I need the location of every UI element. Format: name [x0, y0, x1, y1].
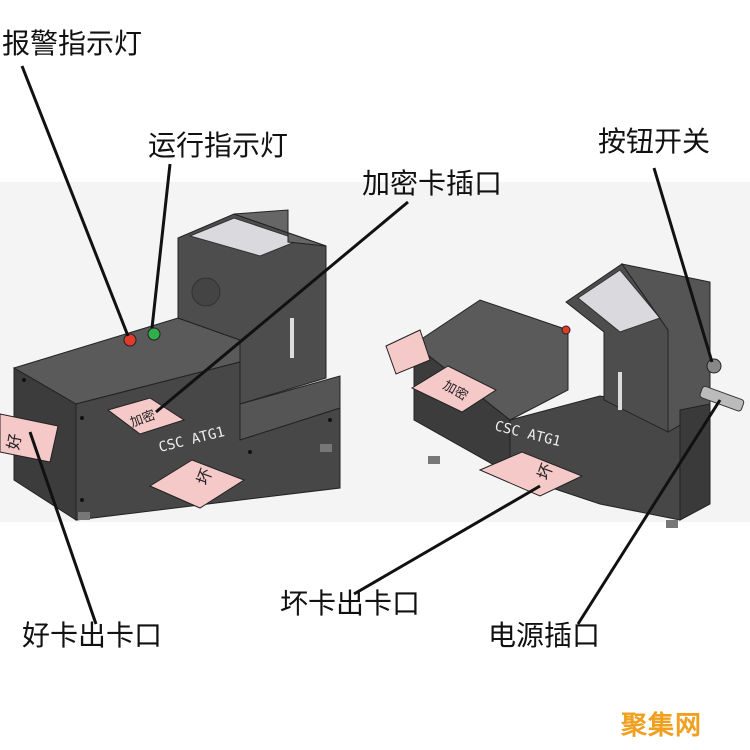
label-good-card-outlet: 好卡出卡口 [22, 619, 163, 652]
left-good-card: 好 [0, 413, 59, 463]
right-power-connector [699, 385, 745, 412]
right-device: CSC ATG1 加密 坏 [385, 263, 745, 528]
screw [80, 498, 84, 502]
left-foot [78, 512, 90, 520]
left-device: CSC ATG1 好 坏 加密 [0, 209, 341, 521]
label-run-light: 运行指示灯 [148, 129, 289, 162]
leader-alarm-light [20, 65, 130, 337]
left-alarm-led [123, 333, 137, 347]
label-button-switch: 按钮开关 [598, 125, 711, 158]
watermark: 聚集网 [620, 711, 702, 741]
left-speaker-grill [191, 277, 221, 307]
right-button-switch [706, 358, 722, 374]
screw [248, 450, 252, 454]
leader-encryption-slot [155, 200, 409, 414]
leader-power-socket [576, 399, 722, 625]
left-encrypt-card: 加密 [106, 397, 186, 435]
screw [80, 416, 84, 420]
left-bad-card: 坏 [148, 459, 246, 509]
leader-bad-card-outlet [353, 484, 541, 596]
svg-text:坏: 坏 [534, 461, 557, 483]
label-alarm-light: 报警指示灯 [2, 27, 143, 60]
right-device-base [679, 403, 711, 521]
leader-good-card-outlet [28, 431, 98, 625]
screw [328, 418, 332, 422]
left-tower-side [233, 209, 327, 247]
label-bad-card-outlet: 坏卡出卡口 [280, 587, 421, 620]
right-tower-slot [618, 372, 622, 410]
left-foot [320, 444, 332, 452]
left-run-led [147, 327, 161, 341]
screw [22, 378, 26, 382]
right-foot [666, 520, 678, 528]
left-tower-slot [290, 318, 294, 358]
right-foot [428, 456, 440, 464]
right-alarm-led [561, 325, 571, 335]
right-encrypt-card [385, 329, 431, 375]
leader-run-light [150, 163, 172, 329]
right-good-card: 加密 [410, 365, 498, 413]
label-power-socket: 电源插口 [488, 619, 601, 652]
left-device-base [239, 375, 341, 441]
leader-button-switch [652, 167, 714, 363]
svg-text:好: 好 [3, 432, 24, 451]
label-encryption-card-slot: 加密卡插口 [362, 167, 503, 200]
svg-text:坏: 坏 [193, 466, 216, 488]
right-bad-card: 坏 [478, 451, 584, 497]
